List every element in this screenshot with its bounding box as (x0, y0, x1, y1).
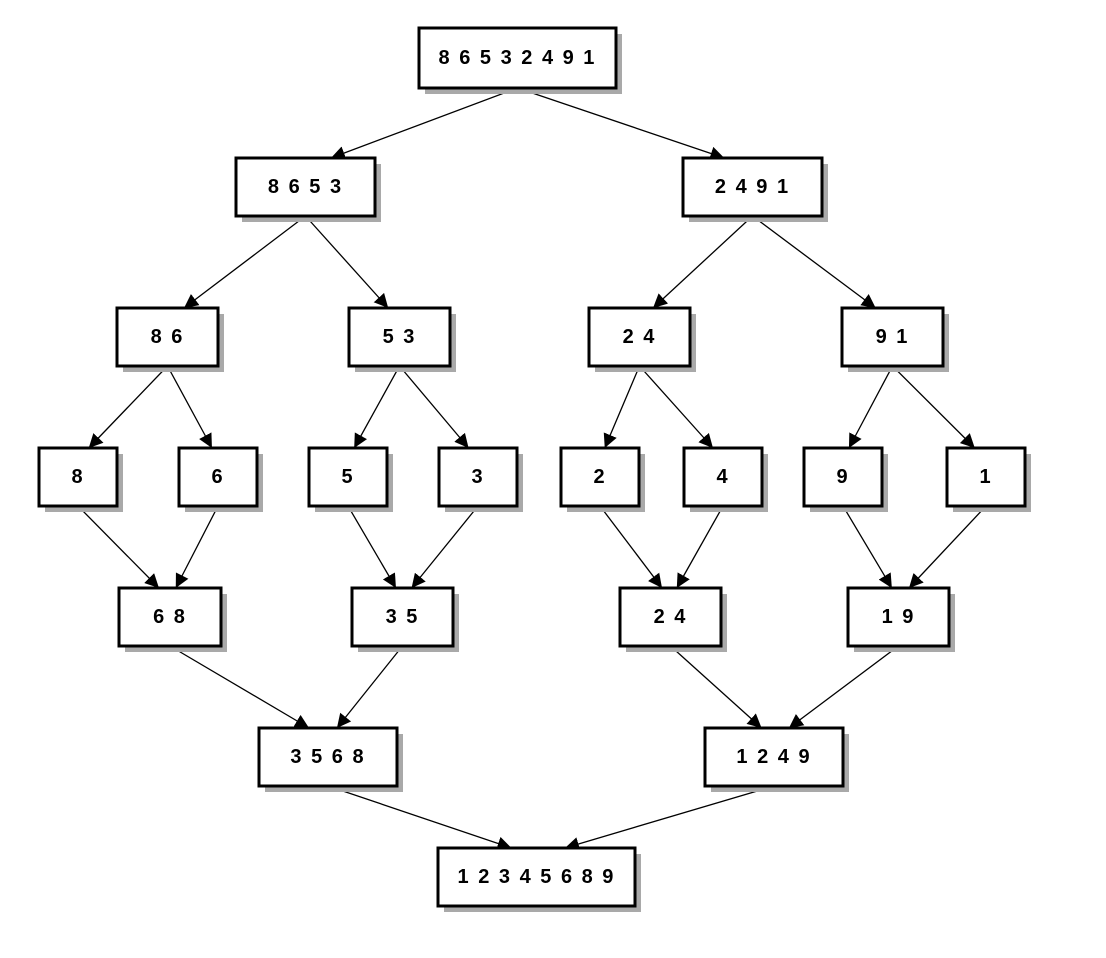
node-label: 8 6 5 3 2 4 9 1 (439, 47, 597, 69)
node-box (417, 26, 618, 90)
node-box (115, 306, 220, 368)
node-box (846, 586, 951, 648)
node-box (177, 446, 259, 508)
node-box (802, 446, 884, 508)
arrow-n5-to-n11 (603, 365, 641, 449)
node-n0: 8 6 5 3 2 4 9 1 (417, 26, 622, 94)
arrow-n15-to-n19 (169, 645, 310, 729)
node-label: 1 (979, 466, 992, 488)
node-label: 8 6 (151, 326, 185, 348)
node-box (840, 306, 945, 368)
arrow-n11-to-n17 (599, 505, 663, 589)
node-label: 1 9 (882, 606, 916, 628)
node-n18: 1 9 (846, 586, 955, 652)
edge-layer (77, 87, 987, 851)
node-box (234, 156, 377, 218)
node-box (437, 446, 519, 508)
node-label: 6 (211, 466, 224, 488)
node-label: 2 4 9 1 (715, 176, 790, 198)
node-box (307, 446, 389, 508)
arrow-n18-to-n20 (788, 645, 899, 729)
node-n1: 8 6 5 3 (234, 156, 381, 222)
arrow-n0-to-n2 (517, 87, 725, 161)
arrow-n1-to-n3 (183, 215, 306, 309)
node-label: 2 4 (623, 326, 657, 348)
node-box (682, 446, 764, 508)
node-label: 6 8 (153, 606, 187, 628)
arrow-n8-to-n15 (175, 505, 219, 589)
node-n16: 3 5 (350, 586, 459, 652)
node-box (681, 156, 824, 218)
node-n3: 8 6 (115, 306, 224, 372)
arrow-n7-to-n15 (77, 505, 160, 589)
arrow-n2-to-n5 (652, 215, 753, 309)
node-n21: 1 2 3 4 5 6 8 9 (436, 846, 641, 912)
node-label: 1 2 3 4 5 6 8 9 (458, 866, 616, 888)
arrow-n9-to-n16 (347, 505, 397, 589)
arrow-n1-to-n4 (305, 215, 389, 309)
arrow-n4-to-n9 (353, 365, 401, 449)
arrow-n6-to-n14 (892, 365, 976, 449)
node-n12: 4 (682, 446, 768, 512)
node-n14: 1 (945, 446, 1031, 512)
node-label: 8 (71, 466, 84, 488)
node-box (347, 306, 452, 368)
node-n7: 8 (37, 446, 123, 512)
node-label: 8 6 5 3 (268, 176, 343, 198)
arrow-n5-to-n12 (639, 365, 714, 449)
node-box (587, 306, 692, 368)
node-label: 2 4 (654, 606, 688, 628)
node-box (703, 726, 845, 788)
node-label: 9 1 (876, 326, 910, 348)
node-box (117, 586, 223, 648)
node-label: 9 (836, 466, 849, 488)
arrow-n16-to-n19 (336, 645, 404, 729)
node-layer: 8 6 5 3 2 4 9 1 8 6 5 3 2 4 9 1 8 6 5 3 2 4 9 … (37, 26, 1031, 912)
node-n13: 9 (802, 446, 888, 512)
arrow-n10-to-n16 (411, 505, 479, 589)
node-label: 2 (593, 466, 606, 488)
node-n17: 2 4 (618, 586, 727, 652)
node-box (37, 446, 119, 508)
node-box (436, 846, 637, 908)
node-n20: 1 2 4 9 (703, 726, 849, 792)
arrow-n0-to-n1 (330, 87, 518, 160)
node-label: 1 2 4 9 (736, 746, 811, 768)
arrow-n17-to-n20 (670, 645, 763, 729)
arrow-n3-to-n8 (166, 365, 213, 449)
node-n6: 9 1 (840, 306, 949, 372)
node-n5: 2 4 (587, 306, 696, 372)
node-box (945, 446, 1027, 508)
arrow-n12-to-n17 (676, 505, 724, 589)
node-box (618, 586, 723, 648)
node-box (257, 726, 399, 788)
arrow-n19-to-n21 (327, 785, 512, 851)
node-label: 5 (341, 466, 354, 488)
node-label: 3 5 6 8 (290, 746, 365, 768)
node-n9: 5 (307, 446, 393, 512)
node-label: 3 (471, 466, 484, 488)
arrow-n4-to-n10 (399, 365, 470, 449)
node-n4: 5 3 (347, 306, 456, 372)
node-box (350, 586, 455, 648)
node-n19: 3 5 6 8 (257, 726, 403, 792)
arrow-n13-to-n18 (842, 505, 893, 589)
arrow-n3-to-n7 (88, 365, 168, 449)
node-n8: 6 (177, 446, 263, 512)
node-n2: 2 4 9 1 (681, 156, 828, 222)
node-box (559, 446, 641, 508)
arrow-n6-to-n13 (848, 365, 894, 449)
node-label: 5 3 (383, 326, 417, 348)
arrow-n20-to-n21 (564, 785, 775, 851)
node-n15: 6 8 (117, 586, 227, 652)
node-label: 3 5 (386, 606, 420, 628)
node-label: 4 (716, 466, 729, 488)
node-n10: 3 (437, 446, 523, 512)
arrow-n2-to-n6 (752, 215, 877, 309)
arrow-n14-to-n18 (908, 505, 987, 589)
node-n11: 2 (559, 446, 645, 512)
